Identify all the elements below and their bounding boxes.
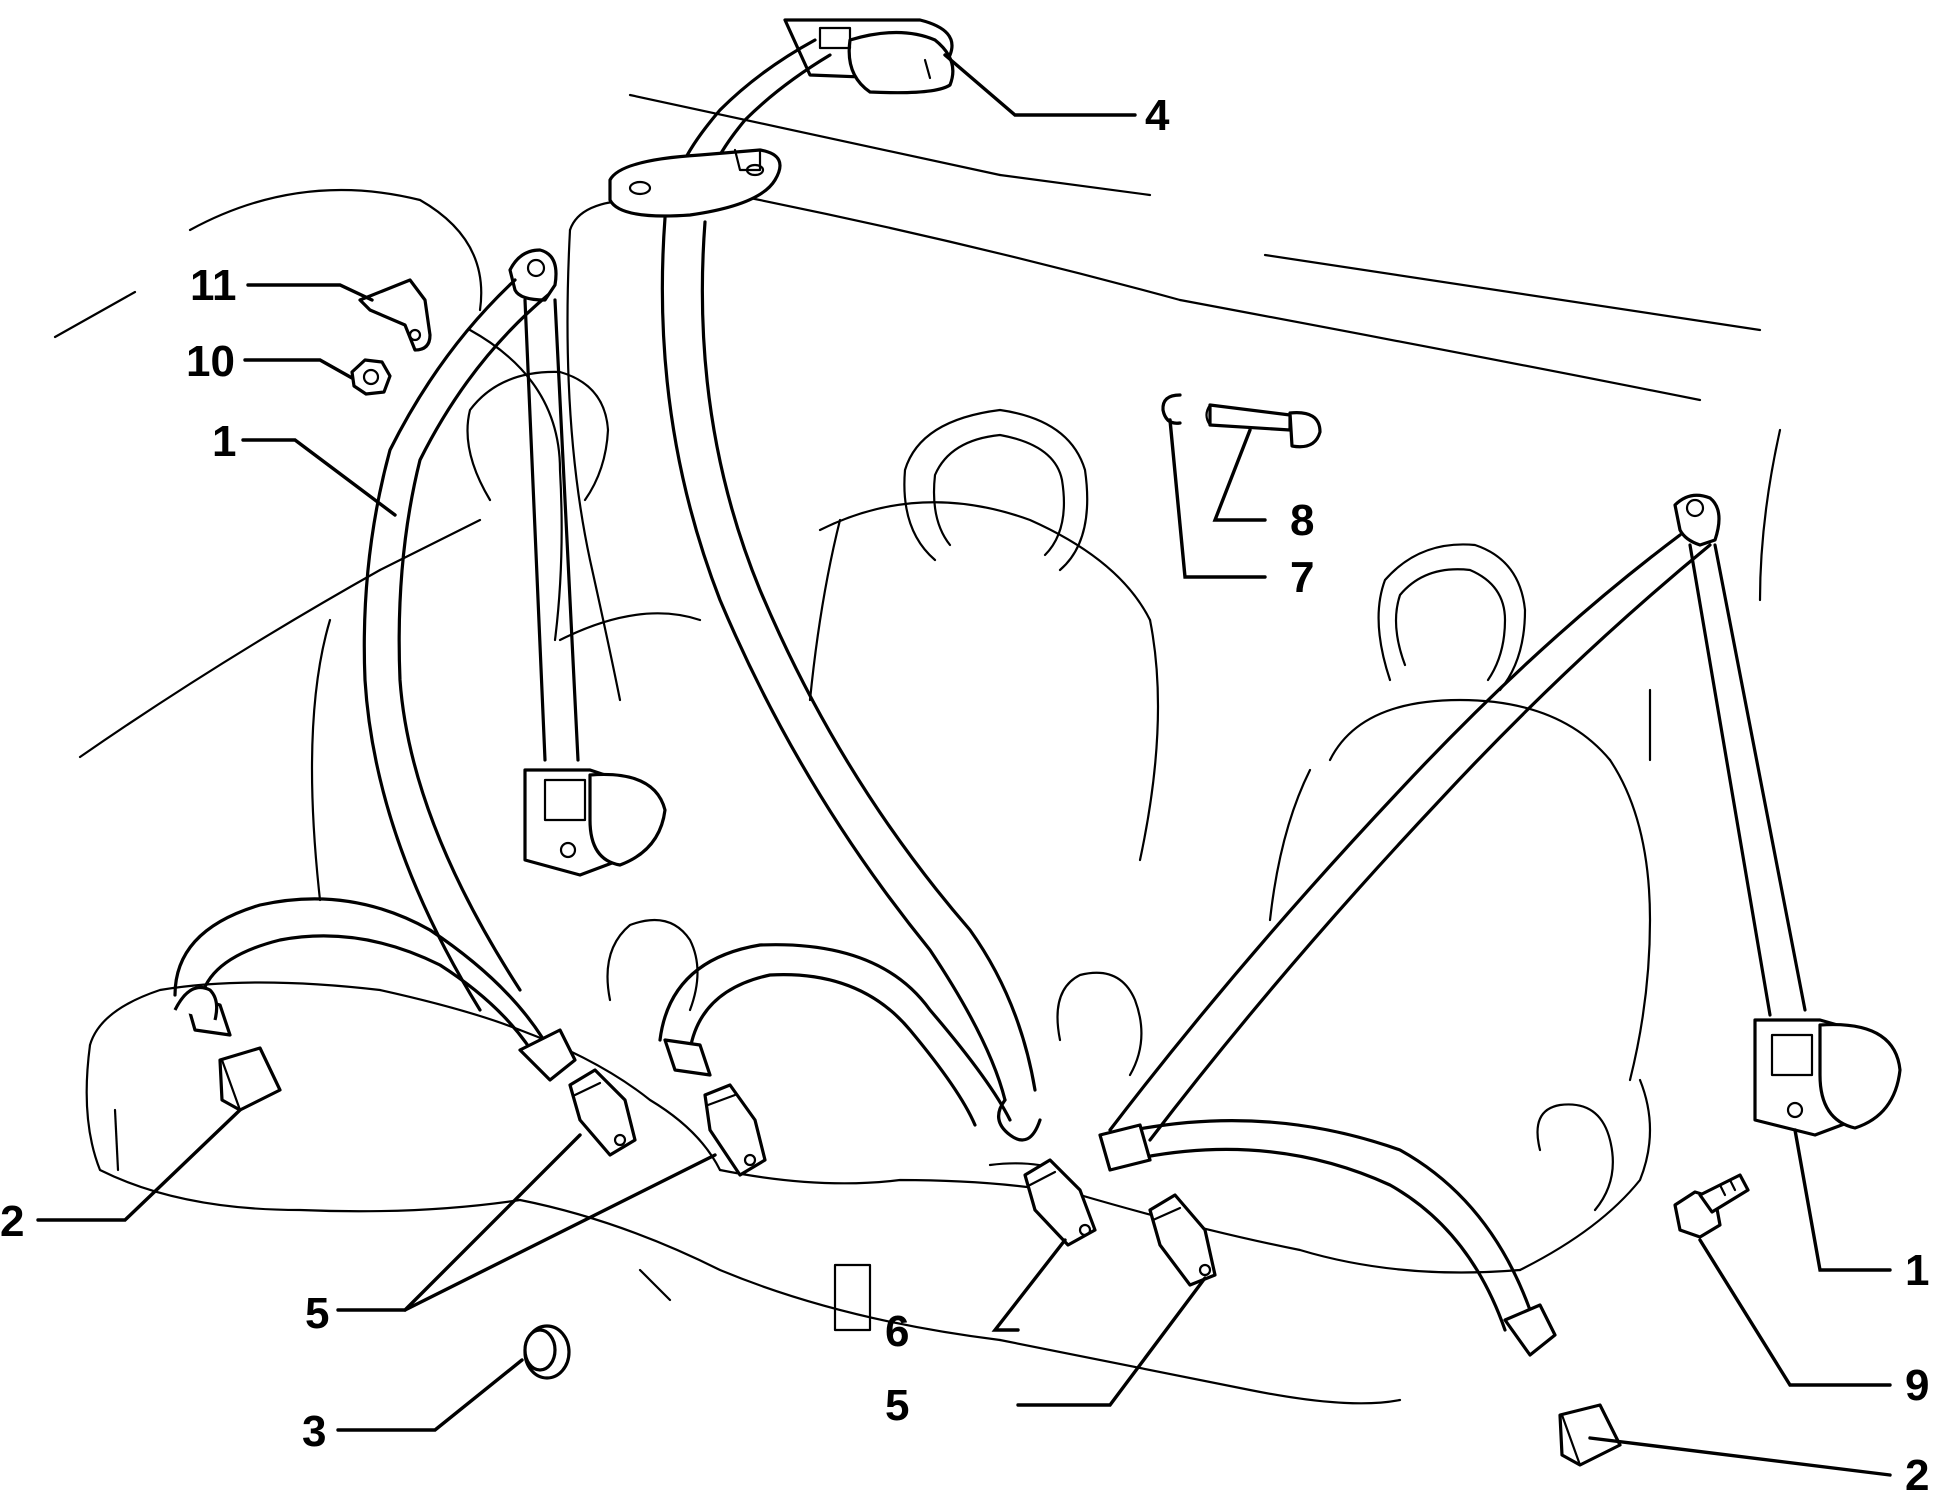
callout-1-left: 1 xyxy=(212,417,236,466)
callout-4: 4 xyxy=(1145,91,1170,140)
front-seat-belt-right xyxy=(1098,493,1902,1357)
callout-9: 9 xyxy=(1905,1361,1929,1410)
callout-5-right: 5 xyxy=(885,1381,909,1430)
callout-10: 10 xyxy=(186,337,235,386)
rear-seat-outline xyxy=(85,188,1652,1405)
center-lap-belt xyxy=(658,943,1012,1127)
buckle-right xyxy=(1148,1193,1217,1287)
callout-2-right: 2 xyxy=(1905,1451,1929,1496)
roof-retractor xyxy=(783,18,955,95)
pin xyxy=(1205,403,1322,449)
cap-left xyxy=(218,1046,282,1112)
callout-5-pair: 5 xyxy=(305,1289,329,1338)
callout-6: 6 xyxy=(885,1307,909,1356)
bolt xyxy=(1673,1173,1750,1239)
callout-1-right: 1 xyxy=(1905,1246,1929,1295)
center-belt-strap xyxy=(608,38,1042,1142)
buckle-center xyxy=(1023,1158,1097,1247)
callout-3: 3 xyxy=(302,1407,326,1456)
buckle-left-1 xyxy=(568,1068,637,1157)
callout-8: 8 xyxy=(1290,496,1314,545)
callout-11: 11 xyxy=(190,261,237,310)
callout-2-left: 2 xyxy=(0,1197,24,1246)
vehicle-body-outline xyxy=(53,93,1782,762)
callout-labels: 11 10 1 4 8 7 1 9 2 2 5 5 6 3 xyxy=(0,91,1929,1500)
cap-right xyxy=(1558,1403,1622,1467)
clip xyxy=(1161,393,1182,425)
bracket xyxy=(358,278,432,352)
nut xyxy=(350,358,392,396)
spacer xyxy=(523,1324,571,1380)
callout-7: 7 xyxy=(1290,553,1314,602)
buckle-left-2 xyxy=(703,1083,767,1177)
front-seat-belt-left xyxy=(173,248,667,1082)
leader-lines xyxy=(36,53,1892,1477)
